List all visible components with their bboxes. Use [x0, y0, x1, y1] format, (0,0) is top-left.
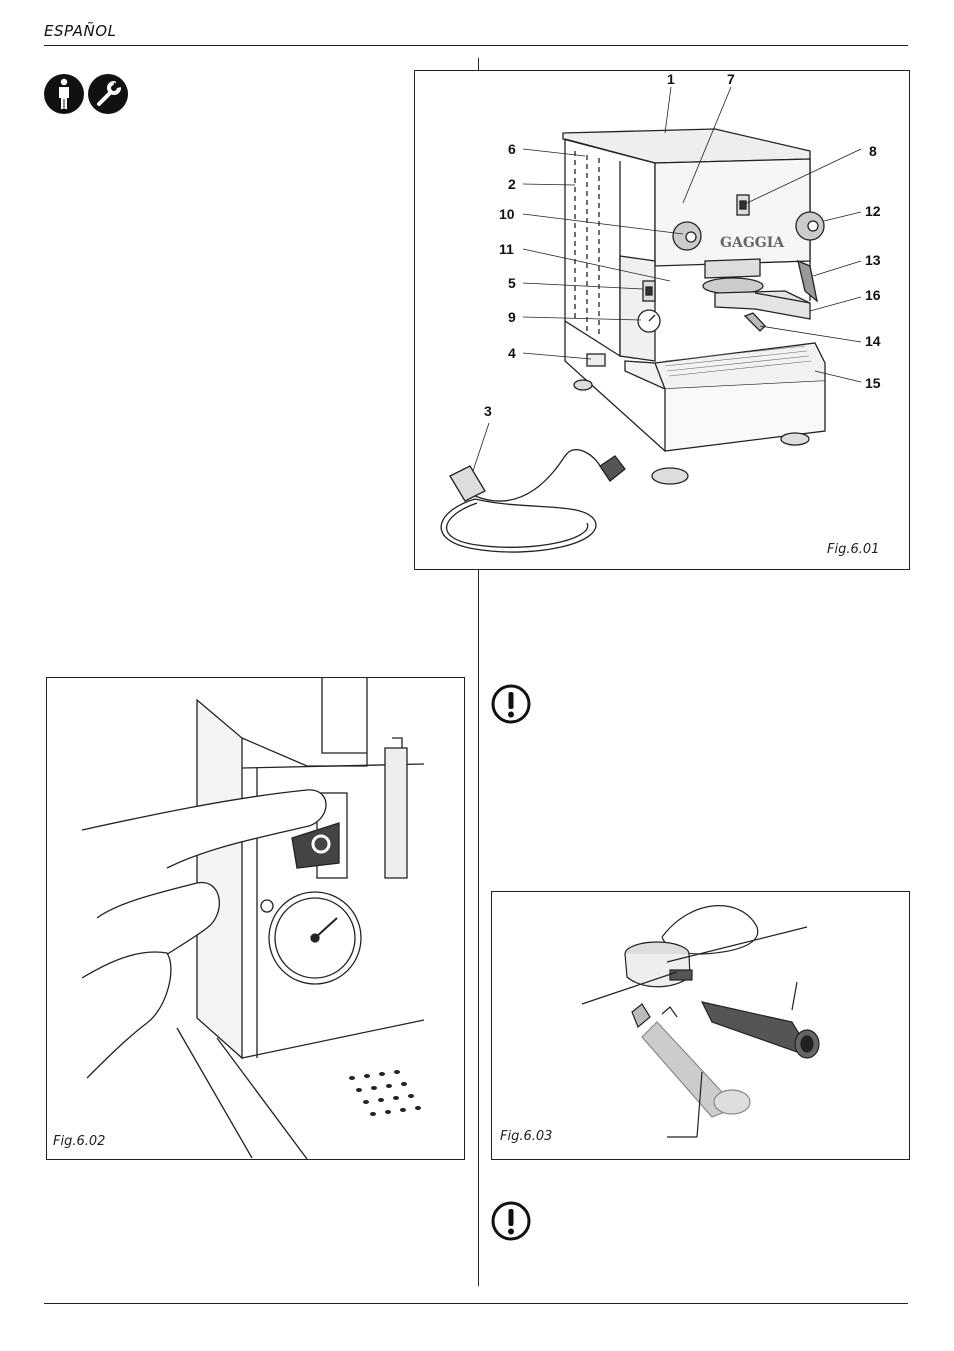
figure-caption-6-02: Fig.6.02	[53, 1134, 106, 1149]
figure-caption-6-01: Fig.6.01	[827, 542, 880, 557]
callout-11: 11	[499, 241, 514, 257]
callout-2: 2	[508, 176, 516, 192]
figure-caption-6-03: Fig.6.03	[500, 1129, 553, 1144]
callout-7: 7	[727, 71, 735, 87]
callout-10: 10	[499, 206, 515, 222]
callout-6: 6	[508, 141, 516, 157]
callout-5: 5	[508, 275, 516, 291]
callout-3: 3	[484, 403, 492, 419]
wrench-icon	[88, 74, 128, 114]
callout-14: 14	[865, 333, 881, 349]
portafilter-drawing	[581, 905, 820, 1138]
power-switch-drawing	[81, 678, 425, 1159]
callout-8: 8	[869, 143, 877, 159]
footer-rule	[44, 1303, 908, 1304]
callout-4: 4	[508, 345, 516, 361]
figure-6-01: GAGGIA 1 7 6 8 2 10 12 11 13 5 16 9 14 4…	[414, 70, 910, 570]
callout-13: 13	[865, 252, 881, 268]
brand-logo: GAGGIA	[720, 235, 785, 251]
callout-1: 1	[667, 71, 675, 87]
header-rule	[44, 45, 908, 46]
figure-6-02: Fig.6.02	[46, 677, 465, 1160]
column-divider	[478, 58, 479, 1286]
callout-9: 9	[508, 309, 516, 325]
figure-6-03: Fig.6.03	[491, 891, 910, 1160]
espresso-machine-drawing: GAGGIA	[440, 86, 862, 553]
page-header-language: ESPAÑOL	[44, 22, 117, 40]
callout-12: 12	[865, 203, 881, 219]
callout-15: 15	[865, 375, 881, 391]
exclamation-icon	[491, 684, 531, 724]
exclamation-icon	[491, 1201, 531, 1241]
person-icon	[44, 74, 84, 114]
callout-16: 16	[865, 287, 881, 303]
